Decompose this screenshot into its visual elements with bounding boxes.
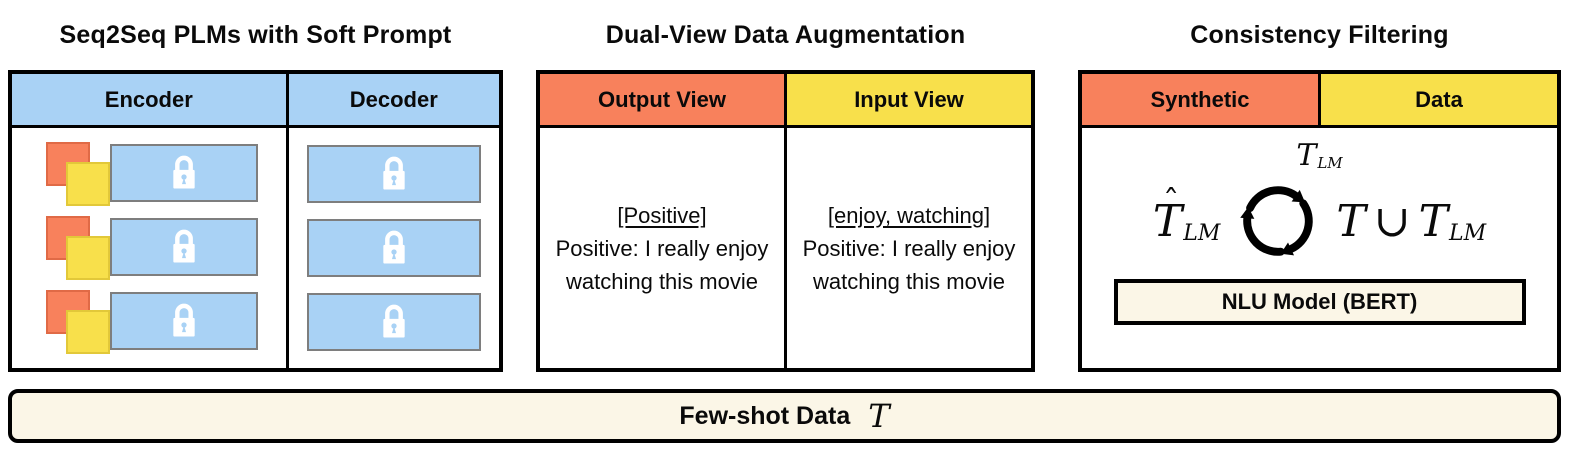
frozen-encoder-layer bbox=[110, 218, 258, 276]
panel-consistency-filtering: Consistency Filtering Synthetic Data TLM… bbox=[1078, 0, 1561, 372]
soft-prompt-yellow-icon bbox=[66, 236, 110, 280]
decoder-header: Decoder bbox=[285, 74, 499, 125]
few-shot-data-symbol: T bbox=[868, 397, 890, 435]
dual-view-body: [Positive] Positive: I really enjoy watc… bbox=[540, 128, 1031, 368]
lock-icon bbox=[173, 303, 195, 337]
few-shot-data-label: Few-shot Data bbox=[679, 401, 851, 430]
dual-view-header-row: Output View Input View bbox=[540, 74, 1031, 128]
panel-dual-view: Dual-View Data Augmentation Output View … bbox=[536, 0, 1035, 372]
input-view-sentence: Positive: I really enjoy watching this m… bbox=[802, 235, 1016, 294]
frozen-decoder-layer bbox=[306, 145, 481, 203]
lock-icon bbox=[173, 155, 195, 189]
soft-prompt-yellow-icon bbox=[66, 162, 110, 206]
synthetic-header: Synthetic bbox=[1082, 74, 1318, 125]
output-view-sentence: Positive: I really enjoy watching this m… bbox=[555, 235, 769, 294]
nlu-model-box: NLU Model (BERT) bbox=[1113, 279, 1526, 325]
seq2seq-table: Encoder Decoder bbox=[8, 70, 503, 372]
decoder-layer-row bbox=[289, 142, 499, 206]
decoder-column bbox=[289, 128, 499, 368]
decoder-layer-row bbox=[289, 290, 499, 354]
frozen-encoder-layer bbox=[110, 292, 258, 350]
panel-title-consistency-filtering: Consistency Filtering bbox=[1190, 20, 1449, 49]
frozen-encoder-layer bbox=[110, 144, 258, 202]
seq2seq-header-row: Encoder Decoder bbox=[12, 74, 499, 128]
output-view-tag: [Positive] bbox=[617, 202, 707, 228]
encoder-header: Encoder bbox=[12, 74, 286, 125]
output-view-cell: [Positive] Positive: I really enjoy watc… bbox=[540, 128, 784, 368]
encoder-column bbox=[12, 128, 289, 368]
lock-icon bbox=[383, 156, 405, 190]
soft-prompt-yellow-icon bbox=[66, 310, 110, 354]
formula-t-lm: TLM bbox=[1296, 138, 1343, 173]
input-view-header: Input View bbox=[784, 74, 1031, 125]
data-header: Data bbox=[1318, 74, 1557, 125]
frozen-decoder-layer bbox=[306, 219, 481, 277]
input-view-cell: [enjoy, watching] Positive: I really enj… bbox=[784, 128, 1031, 368]
panel-title-seq2seq: Seq2Seq PLMs with Soft Prompt bbox=[59, 20, 452, 49]
lock-icon bbox=[383, 304, 405, 338]
encoder-layer-row bbox=[12, 216, 286, 280]
cycle-arrows-icon bbox=[1240, 186, 1314, 256]
seq2seq-body bbox=[12, 128, 499, 368]
lock-icon bbox=[173, 229, 195, 263]
decoder-layer-row bbox=[289, 216, 499, 280]
panel-title-dual-view: Dual-View Data Augmentation bbox=[605, 20, 966, 49]
input-view-tag: [enjoy, watching] bbox=[827, 202, 991, 228]
lock-icon bbox=[383, 230, 405, 264]
formula-t-union-t-lm: T∪TLM bbox=[1336, 195, 1487, 247]
few-shot-data-bar: Few-shot Data T bbox=[8, 389, 1561, 443]
encoder-layer-row bbox=[12, 290, 286, 354]
filtering-header-row: Synthetic Data bbox=[1082, 74, 1557, 128]
dual-view-table: Output View Input View [Positive] Positi… bbox=[536, 70, 1035, 372]
frozen-decoder-layer bbox=[306, 293, 481, 351]
panel-seq2seq: Seq2Seq PLMs with Soft Prompt Encoder De… bbox=[8, 0, 503, 372]
output-view-header: Output View bbox=[540, 74, 784, 125]
encoder-layer-row bbox=[12, 142, 286, 206]
